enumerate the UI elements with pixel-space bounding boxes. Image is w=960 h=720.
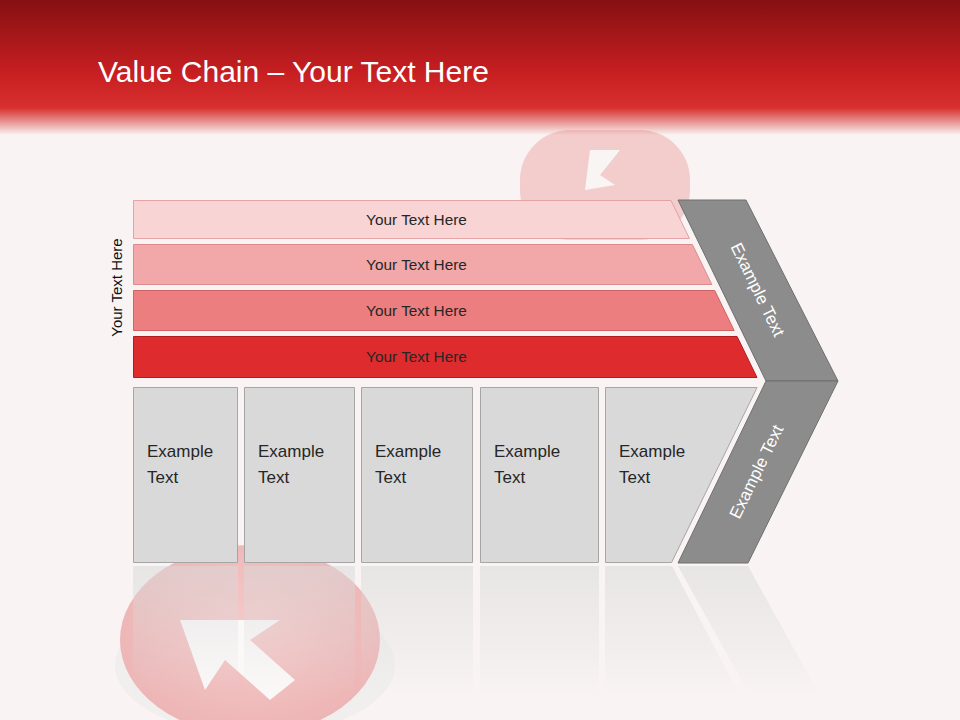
- chevron-segment: Example Text: [678, 200, 838, 381]
- chevron-segment: Example Text: [678, 381, 838, 563]
- shape-fill: [678, 381, 838, 563]
- activity-box: Example Text: [361, 387, 473, 563]
- shape-fill: [134, 245, 712, 285]
- faint-button-bottom: [115, 545, 395, 720]
- node-text: Example Text: [375, 439, 457, 491]
- node-text: Example Text: [494, 439, 576, 491]
- node-text: Your Text Here: [133, 336, 700, 378]
- shape-fill: [362, 388, 473, 563]
- activity-band: Your Text Here: [133, 244, 712, 285]
- shape-fill: [134, 337, 758, 378]
- node-text: Example Text: [258, 439, 340, 491]
- header-bar: [0, 0, 960, 135]
- shape-fill: [481, 388, 599, 563]
- axis-label: Your Text Here: [108, 238, 125, 336]
- activity-box: Example Text: [244, 387, 355, 563]
- node-text: Example Text: [619, 439, 701, 491]
- reflection: [133, 566, 820, 696]
- slide-title: Value Chain – Your Text Here: [98, 55, 489, 89]
- node-text: Example Text: [147, 439, 229, 491]
- node-text: Your Text Here: [133, 290, 700, 331]
- shape-fill: [678, 200, 838, 381]
- activity-box: Example Text: [480, 387, 599, 563]
- shape-fill: [134, 388, 238, 563]
- activity-band: Your Text Here: [133, 290, 735, 331]
- shape-fill: [134, 291, 735, 331]
- node-text: Your Text Here: [133, 200, 700, 239]
- activity-box: Example Text: [133, 387, 238, 563]
- activity-band: Your Text Here: [133, 200, 690, 239]
- shape-fill: [245, 388, 355, 563]
- activity-band: Your Text Here: [133, 336, 758, 378]
- node-text: Your Text Here: [133, 244, 700, 285]
